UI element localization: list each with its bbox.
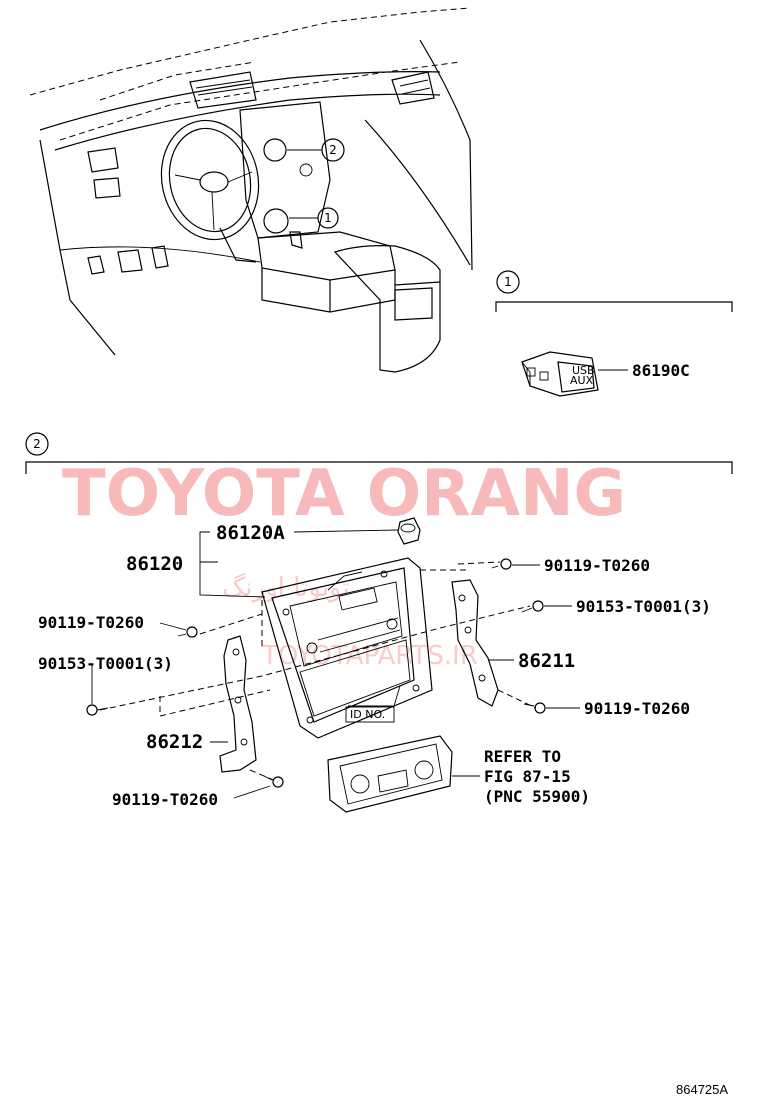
label-bolt-right-lower: 90119-T0260 <box>584 699 690 718</box>
screw-right-icon <box>521 600 544 613</box>
label-bolt-bottom: 90119-T0260 <box>112 790 218 809</box>
section-2: 2 <box>25 432 733 474</box>
usb-aux-switch: USB AUX <box>521 351 599 397</box>
bracket-86212 <box>219 635 257 773</box>
watermark: TOYOTA ORANG تویوتا اورنگ TOYOTAPARTS.IR <box>62 457 626 671</box>
id-no-text: ID NO. <box>350 708 385 721</box>
callout-2-upper: 2 <box>287 138 345 162</box>
bolt-left-icon <box>177 626 198 638</box>
figure-id: 864725A <box>676 1082 728 1097</box>
fasteners <box>86 558 546 788</box>
bolt-right-lower-icon <box>523 702 546 714</box>
part-label-86190c: 86190C <box>632 361 690 380</box>
bracket-86211 <box>451 579 499 707</box>
usb-text: USB <box>572 364 595 377</box>
label-screw-right: 90153-T0001(3) <box>576 597 711 616</box>
refer-line-2: FIG 87-15 <box>484 767 571 786</box>
section-1: 1 USB AUX 86190C <box>495 270 733 397</box>
label-86120: 86120 <box>126 553 183 575</box>
callout-1-number: 1 <box>324 211 332 225</box>
clip-86120a <box>397 517 421 545</box>
watermark-text: TOYOTA ORANG <box>62 457 626 531</box>
screw-left-icon <box>86 704 109 716</box>
callout-1-lower: 1 <box>289 207 339 229</box>
section-2-number: 2 <box>33 437 41 451</box>
label-86212: 86212 <box>146 731 203 753</box>
callout-2-number: 2 <box>329 143 337 157</box>
id-number-label: ID NO. <box>345 685 401 723</box>
label-86211: 86211 <box>518 650 575 672</box>
section-1-number: 1 <box>504 275 512 289</box>
bolt-top-right-icon <box>491 558 512 570</box>
part-labels: 86120A 86120 90119-T0260 90153-T0001(3) … <box>38 522 711 809</box>
refer-line-3: (PNC 55900) <box>484 787 590 806</box>
leader-lines <box>91 529 580 799</box>
label-screw-left: 90153-T0001(3) <box>38 654 173 673</box>
refer-line-1: REFER TO <box>484 747 561 766</box>
label-86120a: 86120A <box>216 522 285 544</box>
bolt-bottom-icon <box>263 775 284 788</box>
center-panel-assembly <box>261 557 433 739</box>
label-bolt-left: 90119-T0260 <box>38 613 144 632</box>
label-bolt-top-right: 90119-T0260 <box>544 556 650 575</box>
dashboard-illustration <box>29 7 473 373</box>
aux-text: AUX <box>570 374 594 387</box>
control-panel-unit <box>327 735 453 813</box>
